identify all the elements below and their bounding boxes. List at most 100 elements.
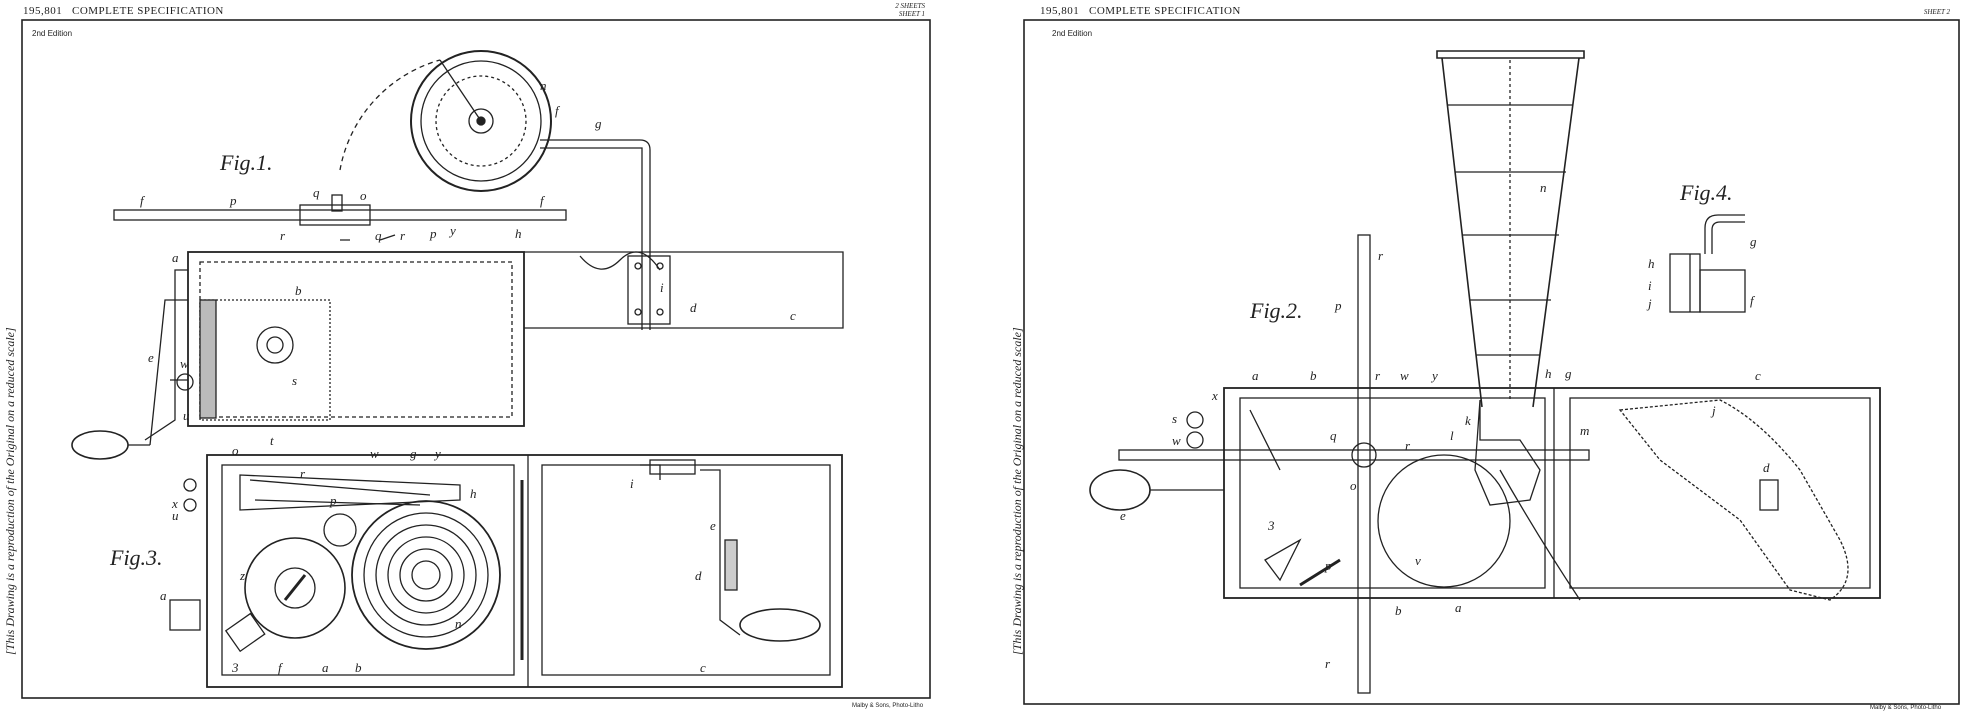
part-label: r xyxy=(1405,438,1411,453)
part-label: a xyxy=(1252,368,1259,383)
printer-credit: Malby & Sons, Photo-Litho xyxy=(852,703,924,709)
part-label: g xyxy=(595,116,602,131)
part-label: c xyxy=(1755,368,1761,383)
fig-1-title: Fig.1. xyxy=(219,150,273,175)
part-label: h xyxy=(1545,366,1552,381)
part-label: t xyxy=(270,433,274,448)
spec-heading: COMPLETE SPECIFICATION xyxy=(72,5,224,17)
part-label: o xyxy=(1350,478,1357,493)
part-label: l xyxy=(1450,428,1454,443)
patent-number: 195,801 xyxy=(23,5,63,17)
part-label: p xyxy=(229,193,237,208)
part-label: u xyxy=(172,508,179,523)
horn xyxy=(1441,57,1580,408)
spec-heading: COMPLETE SPECIFICATION xyxy=(1089,5,1241,17)
rod xyxy=(1118,449,1590,461)
rod xyxy=(1357,234,1371,694)
part-label: y xyxy=(433,446,441,461)
figure-labels-sheet-2: Fig.2. Fig.4. n r p a b r w y h g c j x … xyxy=(1120,180,1770,671)
patent-number: 195,801 xyxy=(1040,5,1080,17)
part-label: u xyxy=(183,408,190,423)
part-label: d xyxy=(695,568,702,583)
record-disc xyxy=(410,50,552,192)
part-label: h xyxy=(515,226,522,241)
part-label: a xyxy=(322,660,329,675)
part-label: m xyxy=(1580,423,1589,438)
part-label: a xyxy=(172,250,179,265)
fig-3-title: Fig.3. xyxy=(109,545,163,570)
part-label: r xyxy=(300,466,306,481)
part-label: s xyxy=(1172,411,1177,426)
part-label: n xyxy=(540,78,547,93)
part-label: r xyxy=(1325,656,1331,671)
part-label: h xyxy=(470,486,477,501)
patent-header-sheet-2: 195,801 COMPLETE SPECIFICATION xyxy=(1040,5,1241,17)
figure-2 xyxy=(1089,50,1881,694)
figure-4 xyxy=(1669,214,1746,313)
part-label: i xyxy=(660,280,664,295)
part-label: q xyxy=(313,185,320,200)
part-label: c xyxy=(700,660,706,675)
fig-4-title: Fig.4. xyxy=(1679,180,1733,205)
part-label: g xyxy=(1565,366,1572,381)
part-label: k xyxy=(1465,413,1471,428)
crank-handle xyxy=(71,430,129,460)
part-label: e xyxy=(148,350,154,365)
part-label: q xyxy=(375,228,382,243)
part-label: f xyxy=(140,193,146,208)
part-label: q xyxy=(1330,428,1337,443)
part-label: c xyxy=(790,308,796,323)
figure-3 xyxy=(169,454,843,688)
part-label: b xyxy=(355,660,362,675)
part-label: r xyxy=(280,228,286,243)
part-label: a xyxy=(160,588,167,603)
crank-handle xyxy=(739,608,821,642)
part-label: g xyxy=(410,446,417,461)
part-label: f xyxy=(540,193,546,208)
part-label: 3 xyxy=(231,660,239,675)
part-label: w xyxy=(1172,433,1181,448)
edition-note: 2nd Edition xyxy=(32,29,73,38)
part-label: d xyxy=(1763,460,1770,475)
part-label: n xyxy=(1540,180,1547,195)
part-label: p xyxy=(1324,558,1332,573)
sheet-label: SHEET 1 xyxy=(898,10,925,18)
part-label: b xyxy=(1310,368,1317,383)
part-label: z xyxy=(239,568,245,583)
part-label: n xyxy=(455,616,462,631)
part-label: e xyxy=(1120,508,1126,523)
part-label: j xyxy=(1710,403,1716,418)
part-label: v xyxy=(1415,553,1421,568)
part-label: p xyxy=(1334,298,1342,313)
part-label: f xyxy=(278,660,284,675)
horn-rim xyxy=(1436,50,1585,59)
sheet-1-border xyxy=(21,19,931,699)
part-label: x xyxy=(171,496,178,511)
part-label: i xyxy=(630,476,634,491)
part-label: r xyxy=(1378,248,1384,263)
part-label: p xyxy=(429,226,437,241)
part-label: p xyxy=(329,493,337,508)
part-label: e xyxy=(710,518,716,533)
part-label: h xyxy=(1648,256,1655,271)
part-label: b xyxy=(295,283,302,298)
figure-labels-sheet-1: Fig.1. Fig.3. n f g p q o r f f r q y p … xyxy=(109,78,796,675)
sheet-count: 2 SHEETS xyxy=(895,2,925,10)
part-label: j xyxy=(1646,296,1652,311)
part-label: f xyxy=(555,103,561,118)
part-label: b xyxy=(1395,603,1402,618)
crank-handle xyxy=(1089,469,1151,511)
part-label: w xyxy=(1400,368,1409,383)
part-label: f xyxy=(1750,293,1756,308)
part-label: y xyxy=(448,223,456,238)
rod xyxy=(113,209,567,221)
part-label: w xyxy=(370,446,379,461)
fig-2-title: Fig.2. xyxy=(1249,298,1303,323)
record-disc xyxy=(351,500,501,650)
part-label: y xyxy=(1430,368,1438,383)
edition-note: 2nd Edition xyxy=(1052,29,1093,38)
part-label: a xyxy=(1455,600,1462,615)
part-label: g xyxy=(1750,234,1757,249)
sheet-label: SHEET 2 xyxy=(1923,8,1950,16)
